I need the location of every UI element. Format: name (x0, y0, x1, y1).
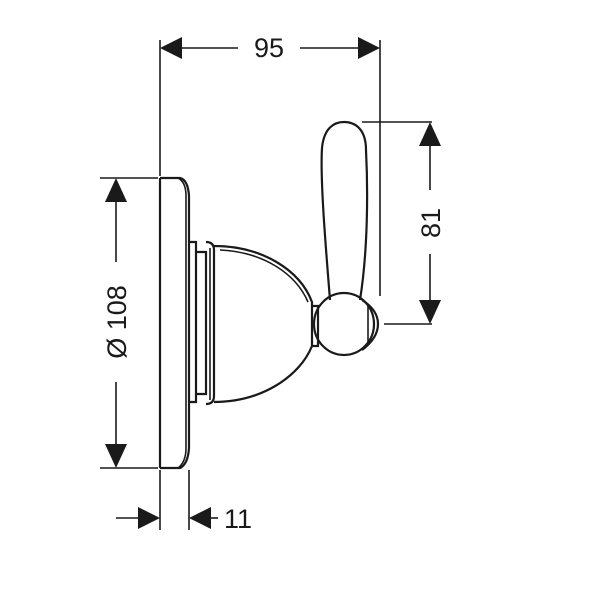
dimension-plate-depth: 11 (116, 504, 252, 534)
extension-lines (100, 40, 432, 530)
rosette-plate (158, 176, 191, 470)
dimension-label-95: 95 (254, 33, 284, 63)
dimension-handle-height: 81 (416, 122, 446, 324)
dimension-diameter: Ø 108 (102, 178, 132, 468)
dimension-label-diameter-108: Ø 108 (102, 285, 132, 359)
lever-handle (320, 120, 369, 301)
dome-body (213, 244, 314, 404)
spindle-hub (312, 291, 380, 357)
dimension-label-11: 11 (224, 504, 252, 534)
dimension-width-top: 95 (160, 33, 380, 63)
collar-rings (189, 240, 216, 406)
dimension-label-81: 81 (416, 208, 446, 238)
